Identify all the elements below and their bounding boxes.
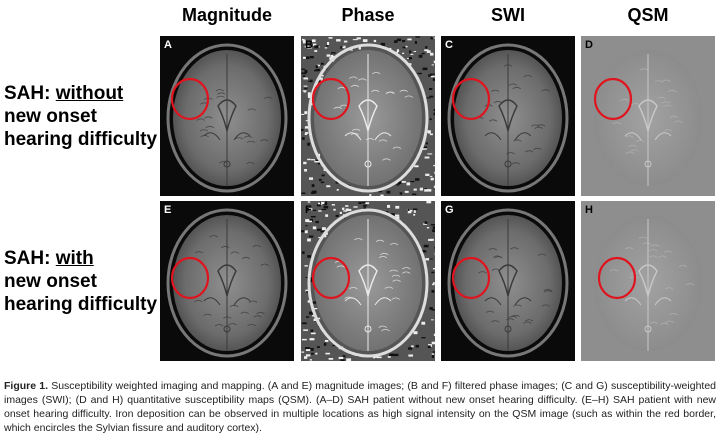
brain-scan-image [160, 201, 294, 361]
panel-letter: D [585, 39, 593, 51]
brain-scan-image [160, 36, 294, 196]
brain-scan-image [441, 201, 575, 361]
brain-scan-image [581, 36, 715, 196]
mri-panel-a: A [160, 36, 294, 196]
panel-letter: B [305, 39, 313, 51]
mri-panel-g: G [441, 201, 575, 361]
mri-panel-c: C [441, 36, 575, 196]
row-label-line3: hearing difficulty [4, 129, 158, 150]
caption-text: Susceptibility weighted imaging and mapp… [4, 380, 716, 434]
panel-letter: F [305, 204, 312, 216]
row-label-emphasis: with [55, 248, 94, 269]
figure-caption: Figure 1. Susceptibility weighted imagin… [4, 379, 716, 435]
panel-letter: C [445, 39, 453, 51]
row-label-line3: hearing difficulty [4, 294, 158, 315]
column-header-qsm: QSM [627, 5, 669, 25]
panel-letter: A [164, 39, 172, 51]
row-label-emphasis: without [55, 83, 124, 104]
panel-letter: E [164, 204, 172, 216]
row-label-line2: new onset [4, 106, 97, 127]
brain-scan-image [581, 201, 715, 361]
panel-letter: H [585, 204, 593, 216]
mri-panel-f: F [301, 201, 435, 361]
mri-panel-d: D [581, 36, 715, 196]
brain-scan-image [301, 201, 435, 361]
mri-panel-b: B [301, 36, 435, 196]
row-label-line2: new onset [4, 271, 97, 292]
row-label-without: SAH: without new onset hearing difficult… [4, 82, 160, 151]
panel-letter: G [445, 204, 454, 216]
column-header-phase: Phase [341, 5, 395, 25]
row-label-prefix: SAH: [4, 248, 56, 269]
figure-label: Figure 1. [4, 380, 49, 392]
mri-panel-e: E [160, 201, 294, 361]
column-header-swi: SWI [491, 5, 525, 25]
brain-scan-image [301, 36, 435, 196]
row-label-prefix: SAH: [4, 83, 56, 104]
mri-panel-h: H [581, 201, 715, 361]
row-label-with: SAH: with new onset hearing difficulty [4, 247, 160, 316]
column-header-magnitude: Magnitude [182, 5, 272, 25]
brain-scan-image [441, 36, 575, 196]
